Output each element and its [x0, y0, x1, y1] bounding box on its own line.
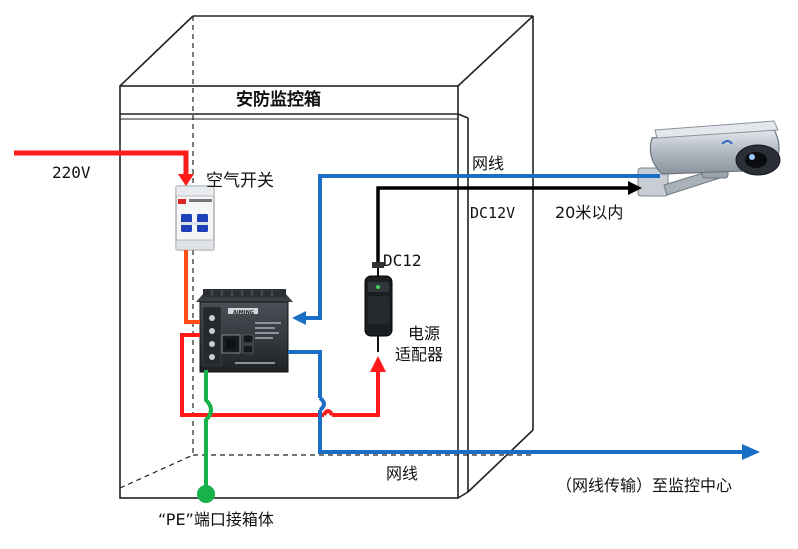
input-voltage-label: 220V: [52, 163, 91, 182]
wire-pe-ground: [204, 370, 213, 492]
network-cable-label-bottom: 网线: [386, 464, 419, 483]
power-adapter: [364, 262, 393, 352]
to-center-label: （网线传输）至监控中心: [556, 476, 733, 495]
arrow-icon: [178, 174, 194, 186]
camera-icon: [637, 120, 781, 197]
distance-label: 20米以内: [555, 203, 624, 222]
wire-network-camera: [304, 174, 660, 320]
arrow-icon: [628, 181, 642, 195]
air-switch-label: 空气开关: [206, 171, 274, 191]
poe-power-device: [196, 289, 293, 373]
ground-dot-icon: [197, 485, 215, 503]
adapter-label-line1: 电源: [408, 324, 441, 343]
box-title: 安防监控箱: [236, 90, 321, 110]
dc12-label: DC12: [383, 251, 422, 270]
network-cable-label-top: 网线: [472, 154, 505, 173]
arrow-icon: [370, 356, 386, 372]
wire-network-center: [288, 350, 322, 398]
dc12v-label: DC12V: [470, 204, 516, 222]
adapter-label-line2: 适配器: [395, 345, 444, 364]
wire-dc12v: [376, 186, 630, 262]
wire-breaker-to-device: [184, 250, 200, 324]
device-brand-text: AIMING: [233, 310, 254, 316]
breaker-icon: [175, 185, 215, 251]
arrow-icon: [742, 444, 760, 460]
wire-to-adapter: [332, 370, 380, 417]
wire-220v-input: [14, 150, 189, 176]
arrow-icon: [292, 311, 306, 325]
enclosure-box: [119, 15, 534, 499]
pe-note-label: “PE”端口接箱体: [158, 510, 274, 529]
